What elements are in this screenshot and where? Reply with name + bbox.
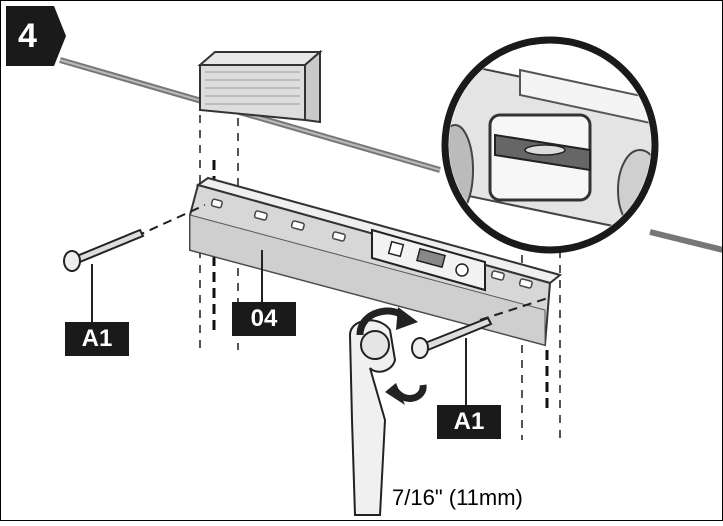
step-number-badge: 4 <box>6 6 66 66</box>
wall-bracket <box>189 176 563 347</box>
level-detail-inset <box>441 36 659 254</box>
wrench-size-label: 7/16" (11mm) <box>392 485 523 510</box>
screw-label-left: A1 <box>65 322 129 356</box>
screw-right <box>411 297 549 405</box>
bracket-label: 04 <box>232 302 296 336</box>
bubble-level <box>371 228 486 292</box>
screw-left <box>63 204 206 322</box>
screw-label-right: A1 <box>437 405 501 439</box>
rotation-arrowheads <box>385 307 418 405</box>
wall-stud <box>197 49 323 124</box>
